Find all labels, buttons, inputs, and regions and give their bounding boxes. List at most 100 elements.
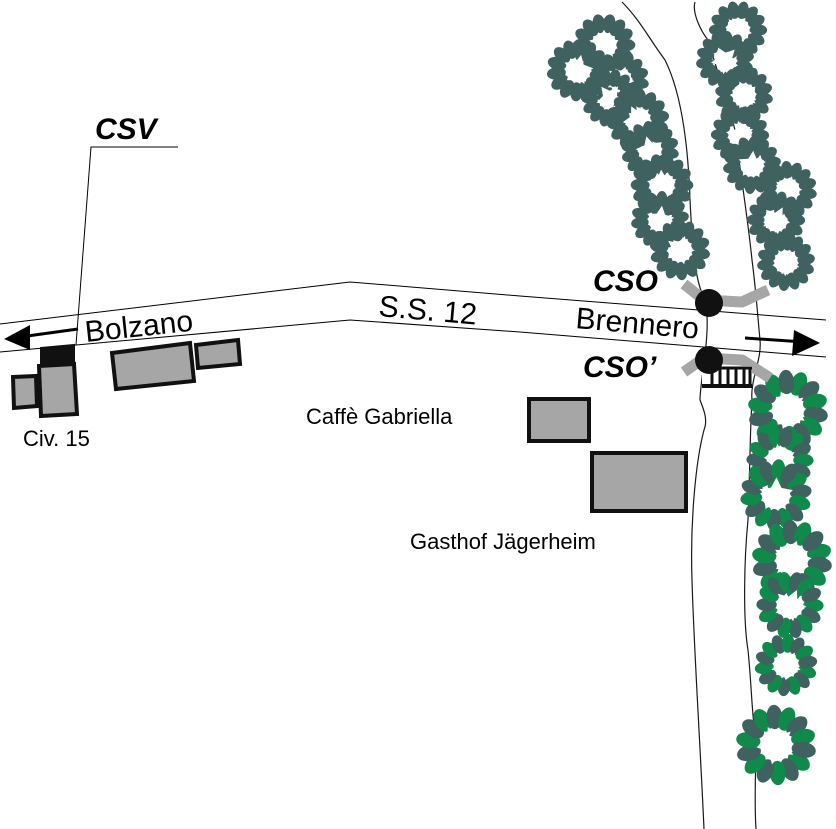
- tree-icon: [740, 459, 812, 531]
- tree-leaf: [740, 491, 763, 506]
- building-gasthof-jagerheim[interactable]: [590, 451, 688, 513]
- tree-leaf: [788, 617, 802, 638]
- building-road-1[interactable]: [109, 340, 197, 392]
- tree-leaf: [563, 40, 577, 59]
- tree-leaf: [671, 211, 689, 223]
- tree-leaf: [700, 64, 717, 79]
- tree-leaf: [791, 442, 811, 458]
- tree-leaf: [691, 237, 710, 251]
- tree-leaf: [771, 635, 786, 654]
- tree-leaf: [631, 217, 649, 229]
- tree-rows: [546, 1, 832, 786]
- tree-leaf: [750, 120, 767, 133]
- arrow-left-icon: [4, 325, 30, 350]
- tree-center: [756, 727, 794, 765]
- building-road-2[interactable]: [193, 337, 243, 371]
- road-south-edge: [0, 319, 827, 358]
- tree-leaf: [716, 94, 734, 107]
- tree-leaf: [763, 171, 780, 186]
- tree-leaf: [592, 14, 606, 34]
- tree-leaf: [630, 68, 648, 81]
- label-civ15: Civ. 15: [23, 426, 90, 451]
- tree-leaf: [749, 409, 774, 427]
- tree-center: [647, 169, 677, 198]
- tree-center: [596, 86, 624, 113]
- tree-center: [738, 150, 766, 178]
- pipe-cso: [680, 279, 771, 308]
- label-cso: CSO: [593, 265, 658, 298]
- tree-leaf: [599, 69, 612, 87]
- label-csv: CSV: [95, 113, 160, 146]
- building-west-small[interactable]: [10, 373, 40, 411]
- tree-center: [775, 540, 812, 579]
- tree-leaf: [738, 137, 751, 155]
- tree-center: [724, 17, 752, 45]
- tree-leaf: [768, 427, 782, 448]
- tree-leaf: [650, 110, 670, 124]
- tree-leaf: [797, 253, 815, 265]
- tree-leaf: [623, 90, 637, 109]
- tree-center: [667, 236, 695, 265]
- tree-leaf: [672, 168, 691, 183]
- tree-leaf: [798, 178, 816, 191]
- tree-leaf: [772, 234, 785, 252]
- tree-leaf: [791, 741, 816, 758]
- arrow-right-icon: [792, 330, 820, 356]
- station-cso-prime-marker[interactable]: [695, 346, 723, 374]
- tree-leaf: [650, 154, 664, 174]
- tree-leaf: [724, 152, 742, 165]
- building-caffe-gabriella[interactable]: [527, 397, 591, 443]
- building-civ15[interactable]: [36, 361, 80, 419]
- tree-leaf: [727, 1, 740, 19]
- tree-leaf: [650, 249, 669, 263]
- tree-leaf: [756, 196, 771, 212]
- tree-leaf: [713, 137, 730, 150]
- csv-leader-line: [75, 146, 178, 346]
- tree-center: [771, 652, 801, 681]
- tree-center: [768, 391, 805, 430]
- tree-leaf: [747, 14, 765, 28]
- tree-leaf: [798, 655, 818, 669]
- tree-center: [759, 477, 793, 510]
- tree-leaf: [759, 607, 779, 623]
- tree-icon: [736, 704, 816, 786]
- tree-icon: [696, 31, 754, 89]
- tree-leaf: [660, 138, 678, 151]
- tree-icon: [650, 219, 710, 281]
- tree-leaf: [802, 531, 824, 552]
- station-cso-marker[interactable]: [695, 289, 723, 317]
- tree-leaf: [736, 51, 754, 63]
- tree-leaf: [749, 222, 766, 235]
- tree-leaf: [780, 463, 798, 484]
- tree-leaf: [723, 162, 741, 174]
- road-ss12: [0, 281, 827, 358]
- pipe-cso-prime: [680, 352, 773, 383]
- tree-leaf: [753, 559, 777, 577]
- building-csv-annex: [40, 343, 75, 368]
- tree-center: [729, 81, 756, 109]
- label-cso-prime: CSO’: [583, 351, 657, 384]
- tree-leaf: [614, 28, 633, 43]
- tree-leaf: [787, 272, 800, 290]
- tree-leaf: [754, 661, 774, 675]
- tree-leaf: [606, 116, 626, 130]
- tree-leaf: [583, 100, 600, 114]
- tree-leaf: [778, 369, 795, 395]
- tree-center: [647, 205, 675, 233]
- tree-center: [775, 590, 807, 622]
- tree-center: [711, 47, 738, 75]
- tree-center: [564, 54, 594, 84]
- tree-leaf: [802, 393, 827, 411]
- tree-center: [589, 29, 619, 58]
- tree-center: [772, 250, 800, 277]
- tree-leaf: [622, 149, 640, 162]
- tree-leaf: [729, 106, 742, 124]
- tree-leaf: [759, 461, 775, 483]
- tree-center: [622, 106, 652, 136]
- road-north-edge: [0, 281, 827, 325]
- tree-leaf: [786, 676, 801, 695]
- tree-leaf: [786, 205, 803, 218]
- tree-leaf: [665, 260, 679, 279]
- label-bolzano: Bolzano: [83, 305, 194, 349]
